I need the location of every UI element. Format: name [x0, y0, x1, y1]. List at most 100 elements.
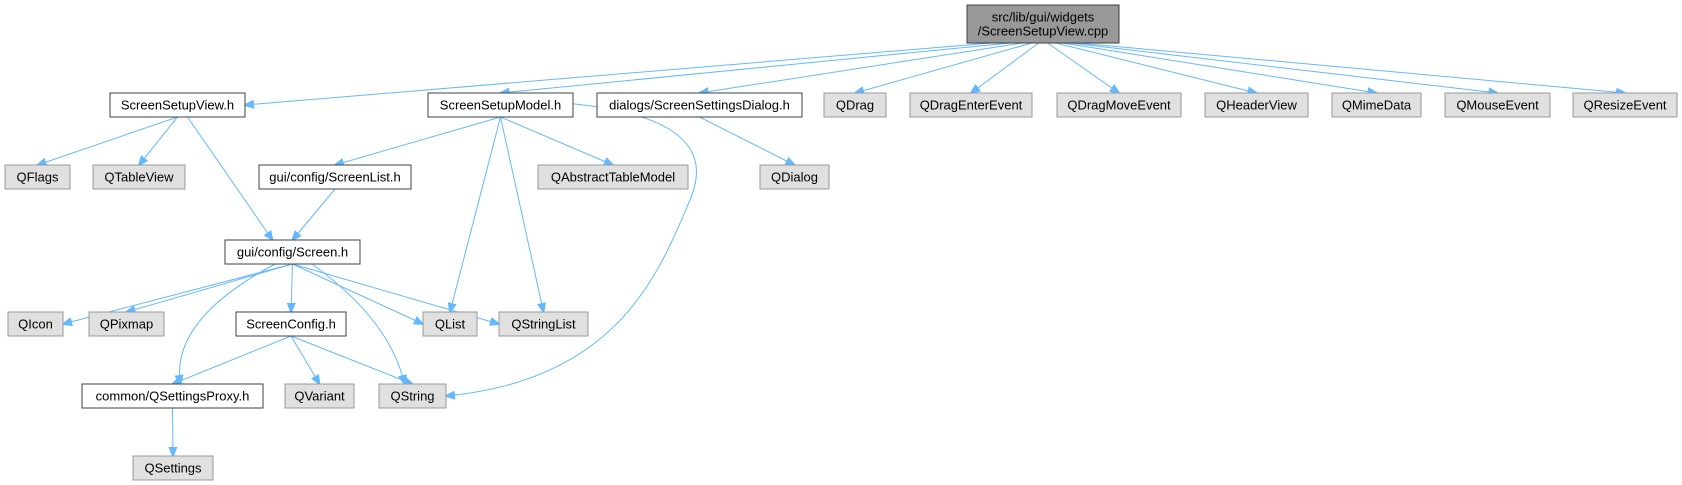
node-box	[258, 164, 412, 190]
node-box	[4, 164, 71, 190]
node-box	[823, 92, 887, 118]
node-ScreenSetupModel-h[interactable]: ScreenSetupModel.h	[427, 92, 574, 118]
edge-root-to-ScreenSetupModel_h	[501, 42, 1011, 93]
node-box	[224, 239, 361, 265]
node-label: QStringList	[511, 317, 576, 332]
edge-ScreenList_h-to-Screen_h	[293, 188, 336, 240]
edges-layer	[38, 42, 1626, 456]
node-label: QTableView	[104, 170, 174, 185]
edge-Screen_h-to-QSettingsProxy_h	[180, 263, 276, 384]
node-QFlags: QFlags	[4, 164, 71, 190]
node-label: src/lib/gui/widgets	[992, 10, 1095, 25]
node-QPixmap: QPixmap	[88, 311, 165, 337]
node-QDrag: QDrag	[823, 92, 887, 118]
node-QResizeEvent: QResizeEvent	[1572, 92, 1678, 118]
node-QTableView: QTableView	[92, 164, 186, 190]
node-box	[132, 455, 214, 481]
edge-root-to-ScreenSetupView_h	[245, 42, 992, 105]
node-box	[88, 311, 165, 337]
nodes-layer: src/lib/gui/widgets/ScreenSetupView.cppS…	[4, 4, 1678, 481]
node-root[interactable]: src/lib/gui/widgets/ScreenSetupView.cpp	[966, 4, 1120, 44]
node-box	[378, 383, 447, 409]
node-label: QDrag	[836, 98, 874, 113]
edge-ScreenSetupView_h-to-QFlags	[38, 116, 178, 165]
edge-Screen_h-to-ScreenConfig_h	[291, 263, 293, 312]
node-QAbstractTableModel: QAbstractTableModel	[537, 164, 689, 190]
node-box	[284, 383, 355, 409]
node-box	[92, 164, 186, 190]
node-label: QHeaderView	[1216, 98, 1297, 113]
node-QDialog: QDialog	[759, 164, 830, 190]
node-box	[1572, 92, 1678, 118]
node-box	[909, 92, 1033, 118]
node-box	[235, 311, 347, 337]
edge-ScreenSetupModel_h-to-QAbstractTableModel	[500, 116, 614, 165]
edge-ScreenConfig_h-to-QString	[290, 335, 413, 384]
node-ScreenSetupView-h[interactable]: ScreenSetupView.h	[109, 92, 246, 118]
edge-Screen_h-to-QString	[311, 263, 405, 384]
node-QIcon: QIcon	[7, 311, 64, 337]
node-QMouseEvent: QMouseEvent	[1444, 92, 1551, 118]
node-QDragEnterEvent: QDragEnterEvent	[909, 92, 1033, 118]
node-label: QVariant	[294, 389, 345, 404]
node-box	[498, 311, 589, 337]
edge-ScreenSetupModel_h-to-QStringList	[500, 116, 544, 312]
node-box	[537, 164, 689, 190]
edge-QSettingsProxy_h-to-QSettings	[173, 407, 174, 456]
node-label: QFlags	[17, 170, 59, 185]
edge-root-to-QMimeData	[1062, 42, 1376, 93]
node-box	[427, 92, 574, 118]
node-box	[1444, 92, 1551, 118]
node-label: dialogs/ScreenSettingsDialog.h	[609, 98, 790, 113]
node-label: ScreenConfig.h	[246, 317, 336, 332]
node-label: QResizeEvent	[1583, 98, 1666, 113]
node-box	[596, 92, 803, 118]
node-label: QSettings	[144, 461, 202, 476]
node-QMimeData: QMimeData	[1331, 92, 1422, 118]
node-ScreenConfig-h[interactable]: ScreenConfig.h	[235, 311, 347, 337]
node-label: common/QSettingsProxy.h	[96, 389, 250, 404]
node-box	[81, 383, 264, 409]
node-label: QString	[390, 389, 434, 404]
node-ScreenList-h[interactable]: gui/config/ScreenList.h	[258, 164, 412, 190]
edge-root-to-QDrag	[855, 42, 1032, 93]
node-label: ScreenSetupView.h	[121, 98, 234, 113]
edge-ScreenConfig_h-to-QVariant	[290, 335, 320, 384]
node-label: QPixmap	[100, 317, 153, 332]
edge-Screen_h-to-QList	[292, 263, 424, 324]
node-label: gui/config/ScreenList.h	[269, 170, 401, 185]
edge-root-to-ScreenSettingsDialog_h	[700, 42, 1023, 93]
node-QVariant: QVariant	[284, 383, 355, 409]
node-box	[109, 92, 246, 118]
node-box	[422, 311, 478, 337]
node-ScreenSettingsDialog-h[interactable]: dialogs/ScreenSettingsDialog.h	[596, 92, 803, 118]
node-QSettings: QSettings	[132, 455, 214, 481]
node-label: QIcon	[18, 317, 53, 332]
edge-ScreenConfig_h-to-QSettingsProxy_h	[173, 335, 292, 384]
edge-root-to-QHeaderView	[1055, 42, 1257, 93]
node-QDragMoveEvent: QDragMoveEvent	[1056, 92, 1182, 118]
edge-Screen_h-to-QPixmap	[127, 263, 293, 312]
node-label: QMouseEvent	[1456, 98, 1539, 113]
edge-root-to-QDragEnterEvent	[971, 42, 1039, 93]
node-label: ScreenSetupModel.h	[440, 98, 561, 113]
edge-ScreenSettingsDialog_h-to-QDialog	[699, 116, 795, 165]
edge-root-to-QDragMoveEvent	[1047, 42, 1119, 93]
node-box	[759, 164, 830, 190]
node-QString: QString	[378, 383, 447, 409]
node-box	[1056, 92, 1182, 118]
edge-ScreenSetupView_h-to-Screen_h	[187, 116, 273, 240]
node-label: QDialog	[771, 170, 818, 185]
node-label: QAbstractTableModel	[551, 170, 675, 185]
node-box	[1331, 92, 1422, 118]
node-Screen-h[interactable]: gui/config/Screen.h	[224, 239, 361, 265]
node-QList: QList	[422, 311, 478, 337]
edge-root-to-QResizeEvent	[1077, 42, 1625, 93]
node-label: QDragMoveEvent	[1067, 98, 1171, 113]
node-box	[966, 4, 1120, 44]
node-QSettingsProxy-h[interactable]: common/QSettingsProxy.h	[81, 383, 264, 409]
edge-root-to-QMouseEvent	[1070, 42, 1497, 93]
node-label: QList	[435, 317, 466, 332]
node-label: gui/config/Screen.h	[237, 245, 348, 260]
